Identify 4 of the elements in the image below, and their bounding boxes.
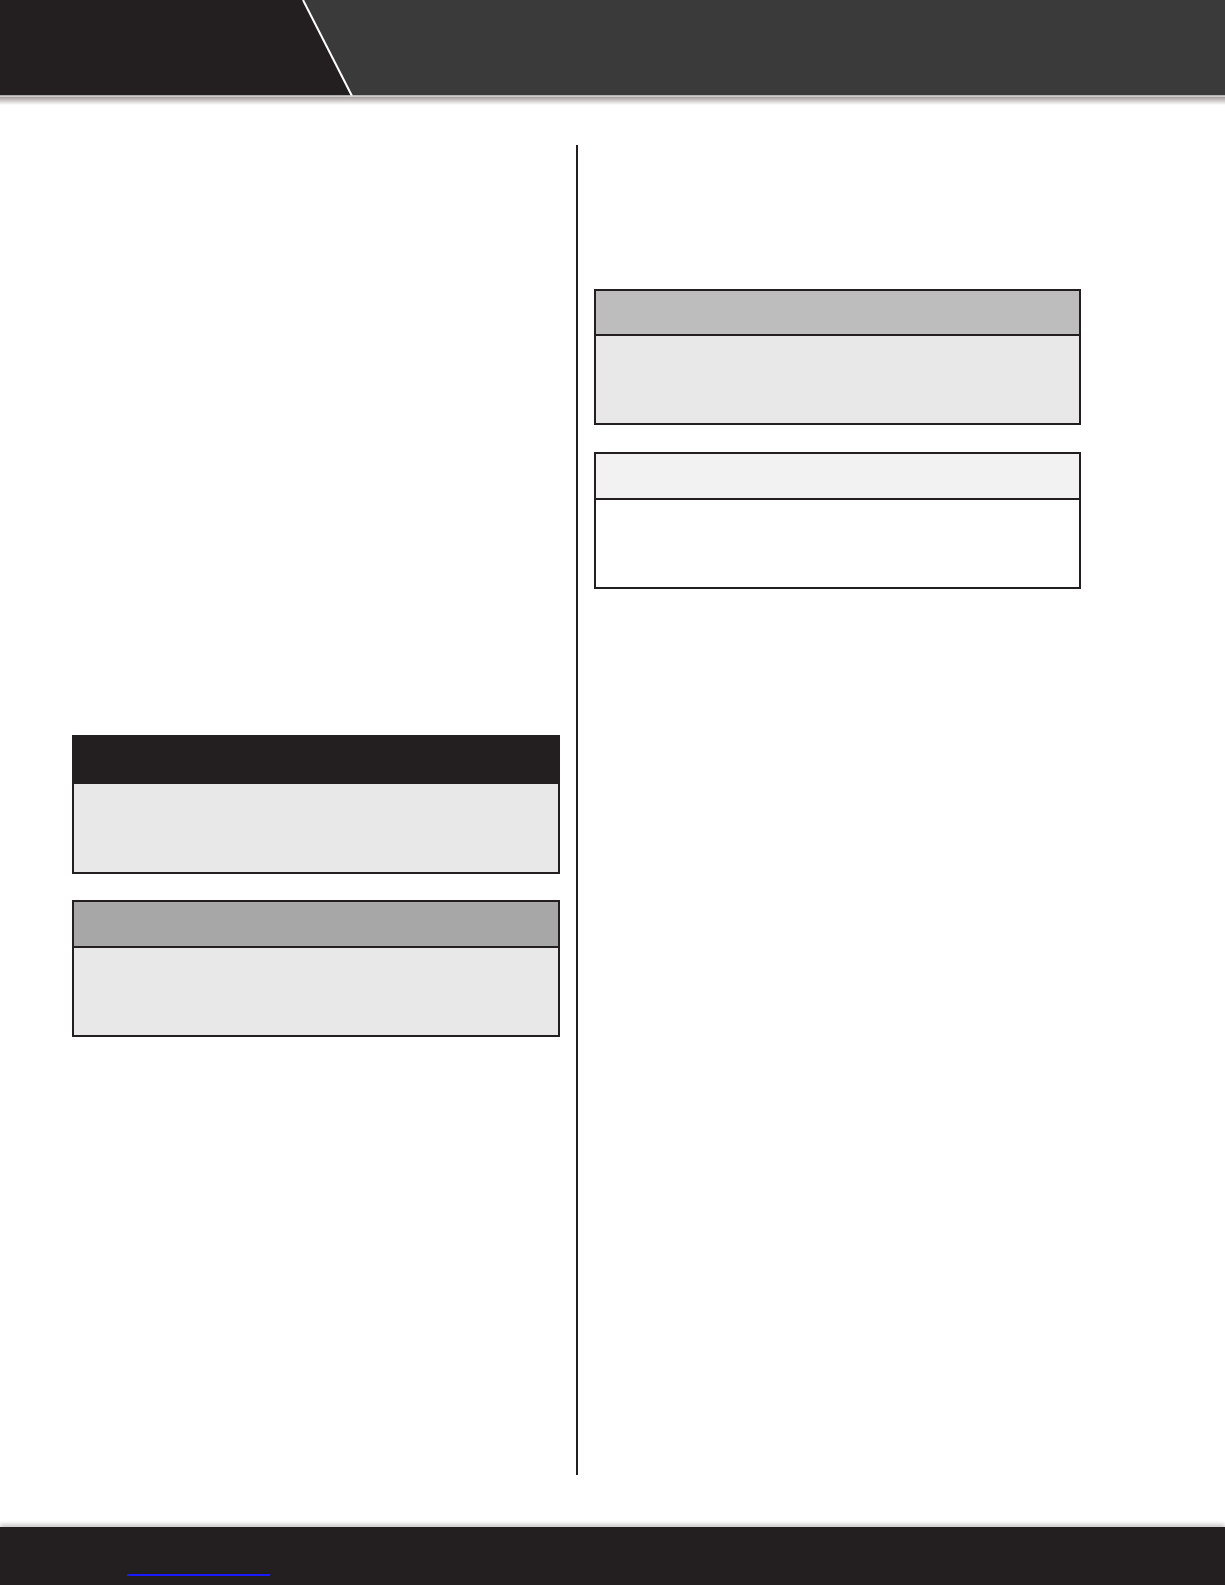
empty-box <box>72 735 560 874</box>
empty-box <box>594 289 1081 425</box>
empty-box <box>72 900 560 1037</box>
empty-box <box>594 452 1081 589</box>
